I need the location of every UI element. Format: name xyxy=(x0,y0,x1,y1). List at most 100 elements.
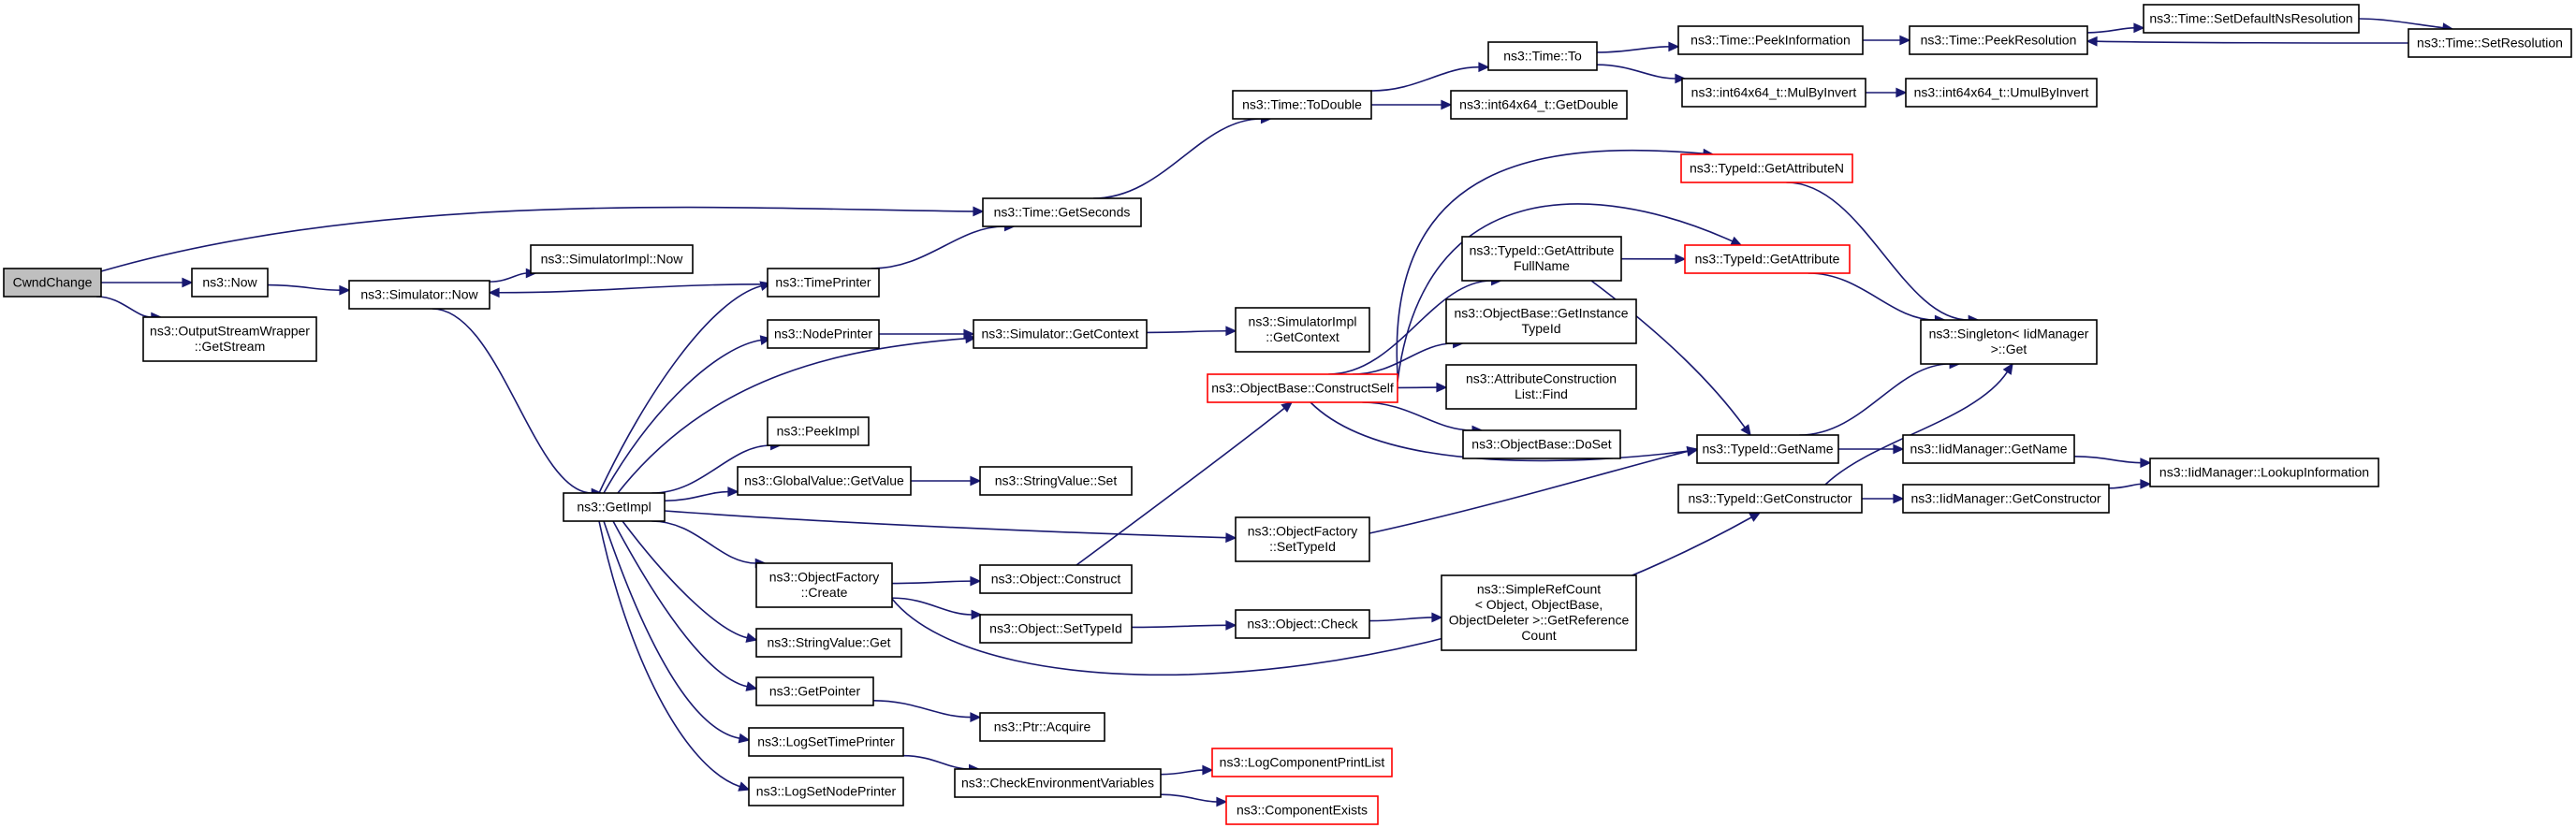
node-label: ns3::TypeId::GetName xyxy=(1702,441,1833,456)
node-label: ns3::TypeId::GetAttribute xyxy=(1695,251,1840,266)
node-logsettime[interactable]: ns3::LogSetTimePrinter xyxy=(748,727,904,757)
node-implctx[interactable]: ns3::SimulatorImpl::GetContext xyxy=(1235,307,1370,353)
node-box xyxy=(1677,484,1863,514)
node-singleton[interactable]: ns3::Singleton< IidManager>::Get xyxy=(1920,319,2098,365)
node-box xyxy=(2149,458,2379,487)
node-label: ns3::Time::To xyxy=(1503,48,1582,63)
edge-ofcreate-to-objconstruct xyxy=(891,575,982,587)
node-gvgetvalue[interactable]: ns3::GlobalValue::GetValue xyxy=(737,466,912,496)
node-lookupinfo[interactable]: ns3::IidManager::LookupInformation xyxy=(2149,458,2379,487)
node-box xyxy=(1684,244,1851,274)
node-timeto[interactable]: ns3::Time::To xyxy=(1487,41,1598,71)
node-cwnd[interactable]: CwndChange xyxy=(3,268,102,298)
node-timeprinter[interactable]: ns3::TimePrinter xyxy=(767,268,880,298)
arrowhead-icon xyxy=(1281,401,1294,413)
node-doset[interactable]: ns3::ObjectBase::DoSet xyxy=(1462,429,1621,459)
edge-layer xyxy=(95,18,2454,807)
node-label: ns3::PeekImpl xyxy=(777,423,860,438)
node-objconstruct[interactable]: ns3::Object::Construct xyxy=(979,564,1133,594)
node-svset[interactable]: ns3::StringValue::Set xyxy=(979,466,1133,496)
node-label: >::Get xyxy=(1991,341,2027,356)
node-setdefaultres[interactable]: ns3::Time::SetDefaultNsResolution xyxy=(2143,4,2360,34)
node-box xyxy=(1461,236,1622,282)
node-objcheck[interactable]: ns3::Object::Check xyxy=(1235,609,1370,639)
node-getimpl[interactable]: ns3::GetImpl xyxy=(563,492,666,522)
node-objsettypeid[interactable]: ns3::Object::SetTypeId xyxy=(979,614,1133,644)
node-peekres[interactable]: ns3::Time::PeekResolution xyxy=(1909,25,2088,55)
arrowhead-icon xyxy=(1441,99,1453,110)
node-label: ns3::CheckEnvironmentVariables xyxy=(961,775,1154,790)
node-label: ns3::GlobalValue::GetValue xyxy=(744,472,904,487)
arrowhead-icon xyxy=(738,733,751,744)
node-now[interactable]: ns3::Now xyxy=(191,268,269,298)
edge-objsettypeid-to-objcheck xyxy=(1131,619,1237,631)
edge-ofcreate-to-objsettypeid xyxy=(891,597,983,620)
node-box xyxy=(563,492,666,522)
node-simnow[interactable]: ns3::Simulator::Now xyxy=(348,280,490,310)
node-ptracquire[interactable]: ns3::Ptr::Acquire xyxy=(979,712,1105,742)
node-label: ns3::Singleton< IidManager xyxy=(1929,327,2089,341)
arrowhead-icon xyxy=(963,328,975,340)
node-compexists[interactable]: ns3::ComponentExists xyxy=(1225,795,1379,825)
arrowhead-icon xyxy=(182,277,194,288)
node-box xyxy=(348,280,490,310)
node-mulbyinvert[interactable]: ns3::int64x64_t::MulByInvert xyxy=(1681,78,1866,108)
node-getcontext[interactable]: ns3::Simulator::GetContext xyxy=(973,319,1148,349)
node-label: ns3::ObjectFactory xyxy=(769,570,880,585)
node-label: ns3::Time::ToDouble xyxy=(1242,96,1362,111)
node-ofsettypeid[interactable]: ns3::ObjectFactory::SetTypeId xyxy=(1235,516,1370,562)
node-label: ns3::ObjectBase::ConstructSelf xyxy=(1211,380,1394,395)
node-getname[interactable]: ns3::TypeId::GetName xyxy=(1696,434,1839,464)
node-simplerefcount[interactable]: ns3::SimpleRefCount< Object, ObjectBase,… xyxy=(1441,574,1637,651)
node-getconstructor[interactable]: ns3::TypeId::GetConstructor xyxy=(1677,484,1863,514)
node-box xyxy=(1680,153,1853,183)
node-box xyxy=(954,768,1162,798)
node-logsetnode[interactable]: ns3::LogSetNodePrinter xyxy=(748,777,904,806)
node-box xyxy=(979,614,1133,644)
node-box xyxy=(1902,434,2075,464)
node-svget[interactable]: ns3::StringValue::Get xyxy=(755,628,902,658)
node-getpointer[interactable]: ns3::GetPointer xyxy=(755,676,874,706)
node-ostream[interactable]: ns3::OutputStreamWrapper::GetStream xyxy=(142,316,317,362)
node-peekimpl[interactable]: ns3::PeekImpl xyxy=(767,416,870,446)
node-label: ns3::int64x64_t::GetDouble xyxy=(1459,96,1618,111)
node-box xyxy=(1232,90,1372,120)
edge-line xyxy=(891,580,972,585)
node-peekinfo[interactable]: ns3::Time::PeekInformation xyxy=(1677,25,1864,55)
node-ofcreate[interactable]: ns3::ObjectFactory::Create xyxy=(755,562,893,608)
node-layer: CwndChange ns3::Nowns3::OutputStreamWrapp… xyxy=(3,4,2572,825)
arrowhead-icon xyxy=(970,712,982,723)
node-todouble[interactable]: ns3::Time::ToDouble xyxy=(1232,90,1372,120)
node-i64getdouble[interactable]: ns3::int64x64_t::GetDouble xyxy=(1450,90,1628,120)
node-label: ns3::ObjectFactory xyxy=(1248,524,1358,539)
node-iidgetctor[interactable]: ns3::IidManager::GetConstructor xyxy=(1902,484,2110,514)
node-box xyxy=(767,416,870,446)
edge-line xyxy=(432,308,593,494)
node-getattr[interactable]: ns3::TypeId::GetAttribute xyxy=(1684,244,1851,274)
edge-cwnd-to-now xyxy=(101,277,194,288)
node-umulbyinvert[interactable]: ns3::int64x64_t::UmulByInvert xyxy=(1905,78,2098,108)
edge-line xyxy=(498,283,768,294)
edge-line xyxy=(1076,407,1285,566)
node-getattrn[interactable]: ns3::TypeId::GetAttributeN xyxy=(1680,153,1853,183)
edge-line xyxy=(2073,455,2142,464)
edge-line xyxy=(95,296,152,318)
edge-line xyxy=(622,520,748,639)
node-checkenv[interactable]: ns3::CheckEnvironmentVariables xyxy=(954,768,1162,798)
edge-line xyxy=(1160,793,1218,803)
node-logprintlist[interactable]: ns3::LogComponentPrintList xyxy=(1211,748,1393,777)
edge-constructself-to-getattr xyxy=(1397,203,1743,383)
node-iidgetname[interactable]: ns3::IidManager::GetName xyxy=(1902,434,2075,464)
node-constructself[interactable]: ns3::ObjectBase::ConstructSelf xyxy=(1207,373,1398,403)
node-box xyxy=(2408,28,2572,58)
node-implnow[interactable]: ns3::SimulatorImpl::Now xyxy=(530,244,694,274)
node-box xyxy=(1235,307,1370,353)
edge-line xyxy=(1786,182,1969,321)
node-box xyxy=(973,319,1148,349)
node-getseconds[interactable]: ns3::Time::GetSeconds xyxy=(982,197,1142,227)
node-setres[interactable]: ns3::Time::SetResolution xyxy=(2408,28,2572,58)
node-nodeprinter[interactable]: ns3::NodePrinter xyxy=(767,319,880,349)
